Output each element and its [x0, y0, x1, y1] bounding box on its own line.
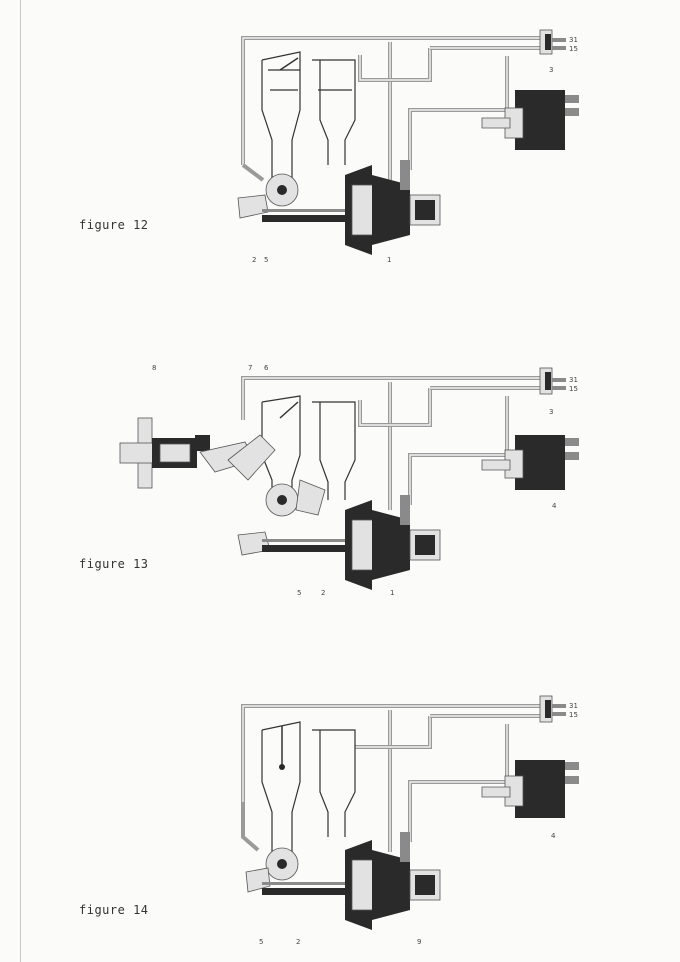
- fig14-label-5: 5: [259, 938, 263, 946]
- figure-12-diagram: 2 5 1 3 31 15: [237, 29, 579, 264]
- figure-14-caption: figure 14: [79, 903, 149, 917]
- fig12-label-31: 31: [569, 36, 578, 44]
- fig14-label-4: 4: [551, 832, 556, 840]
- figure-13-caption: figure 13: [79, 557, 149, 571]
- fig12-label-5: 5: [264, 256, 268, 264]
- fig13-label-5: 5: [297, 589, 301, 597]
- fig13-label-8: 8: [152, 364, 156, 372]
- fig14-label-2: 2: [296, 938, 300, 946]
- fig13-label-7: 7: [248, 364, 252, 372]
- fig13-label-2: 2: [321, 589, 325, 597]
- fig13-label-15: 15: [569, 385, 578, 393]
- fig12-label-15: 15: [569, 45, 578, 53]
- fig12-label-2: 2: [252, 256, 256, 264]
- fig13-label-3: 3: [549, 408, 553, 416]
- fig13-label-1: 1: [390, 589, 394, 597]
- fig13-label-31: 31: [569, 376, 578, 384]
- fig14-label-9: 9: [417, 938, 421, 946]
- fig13-label-4: 4: [552, 502, 557, 510]
- figure-13-diagram: 8 7 6 3 31 15 4 5 2 1: [119, 364, 579, 597]
- fig13-label-6: 6: [264, 364, 269, 372]
- fig12-label-3: 3: [549, 66, 553, 74]
- figure-14-diagram: 5 2 9 4 31 15: [241, 695, 579, 946]
- fig14-label-31: 31: [569, 702, 578, 710]
- fig14-label-15: 15: [569, 711, 578, 719]
- margin-rule: [20, 0, 21, 962]
- figure-12-caption: figure 12: [79, 218, 149, 232]
- fig12-label-1: 1: [387, 256, 391, 264]
